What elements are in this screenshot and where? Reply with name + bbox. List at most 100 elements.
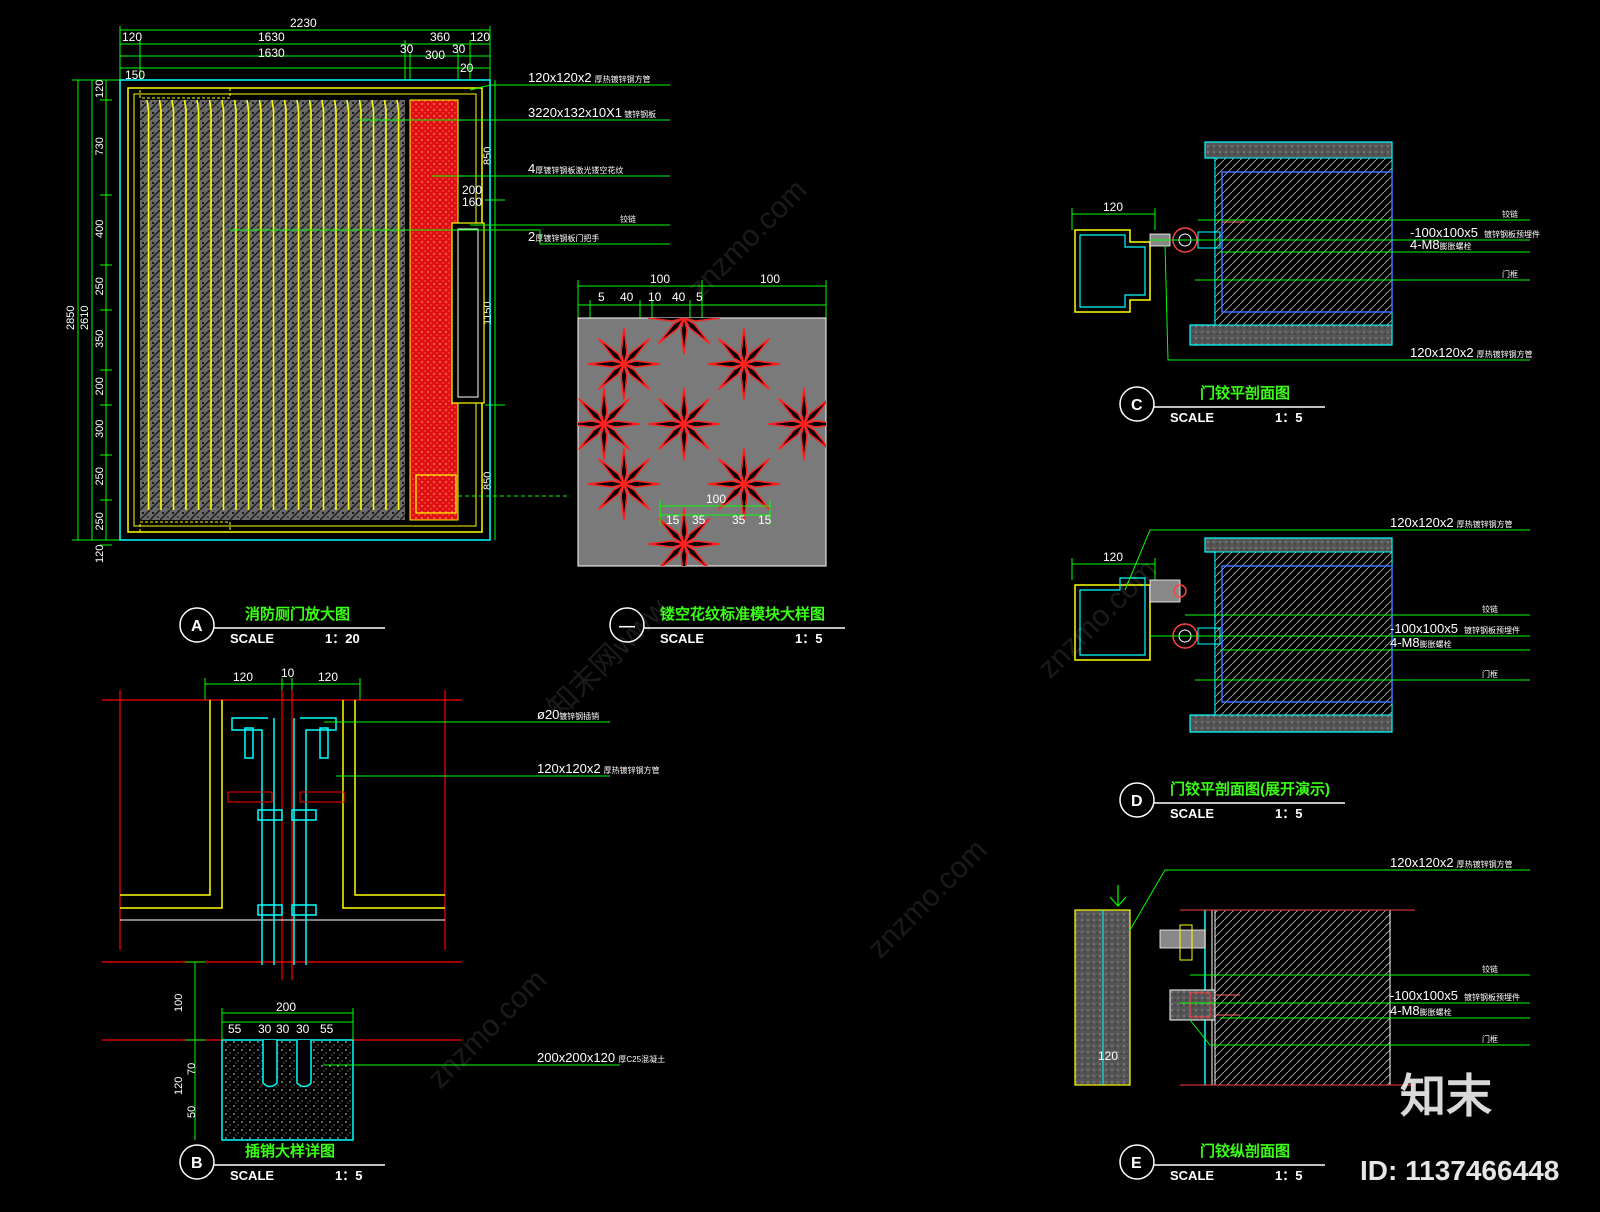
title-pattern: 镂空花纹标准模块大样图 xyxy=(660,605,825,623)
dim-pattern-sub-item: 10 xyxy=(648,290,662,304)
steel-slat xyxy=(196,99,200,510)
pattern-petal xyxy=(743,363,771,391)
dim-left-2610: 2610 xyxy=(79,306,91,330)
note-main: ø20 xyxy=(537,707,559,722)
bubble-d xyxy=(1119,782,1155,818)
dim-pattern-inner-100: 100 xyxy=(706,492,726,506)
note-sub: 铰链 xyxy=(1482,604,1498,614)
note-sub: 厚热镀锌钢方管 xyxy=(1457,519,1513,529)
steel-slat xyxy=(283,99,287,510)
dim-top-30b: 30 xyxy=(452,42,466,56)
pattern-petal xyxy=(680,423,688,461)
note-sub: 铰链 xyxy=(620,214,636,224)
pattern-petal xyxy=(717,363,745,391)
note-main: 200x200x120 xyxy=(537,1050,615,1065)
note-main: 2 xyxy=(528,229,535,244)
pattern-petal xyxy=(647,540,685,548)
pattern-petal xyxy=(680,543,688,566)
pattern-petal xyxy=(657,397,685,425)
drawing-a-door-elevation: 2230 120 360 120 1630 30 300 30 1630 20 … xyxy=(65,16,670,646)
pattern-petal xyxy=(717,483,745,511)
title-a: 消防厕门放大图 xyxy=(245,605,350,623)
pattern-petal xyxy=(603,397,631,425)
dim-b-120b: 120 xyxy=(318,670,338,684)
note-sub: 厚C25混凝土 xyxy=(618,1054,665,1064)
note-sub: 厚热镀锌钢方管 xyxy=(595,74,651,84)
watermark-domain-4: znzmo.com xyxy=(422,963,554,1095)
pattern-petal xyxy=(707,480,745,488)
pattern-petal xyxy=(597,363,625,391)
dim-pattern-inner-item: 15 xyxy=(666,513,680,527)
dim-top-360: 360 xyxy=(430,30,450,44)
pattern-petal xyxy=(683,423,711,451)
bubble-b xyxy=(179,1144,215,1180)
dim-right-850: 850 xyxy=(482,147,494,165)
pattern-petal xyxy=(683,397,711,425)
pattern-petal xyxy=(743,480,781,488)
steel-slat xyxy=(333,99,337,510)
dim-top-20: 20 xyxy=(460,61,474,75)
dim-top-120b: 120 xyxy=(470,30,490,44)
scale-label-d: SCALE xyxy=(1170,806,1214,821)
steel-slat xyxy=(233,99,237,510)
watermark-domain-2: znzmo.com xyxy=(862,833,994,965)
pattern-petal xyxy=(767,420,805,428)
dim-pattern-inner-item: 35 xyxy=(692,513,706,527)
dim-b-base-item: 55 xyxy=(320,1022,334,1036)
note-sub: 镀锌钢板预埋件 xyxy=(1484,229,1540,239)
bubble-b-label: B xyxy=(191,1155,203,1172)
title-e: 门铰纵剖面图 xyxy=(1200,1142,1290,1160)
dim-b-left-item: 70 xyxy=(186,1063,198,1075)
dim-top-30: 30 xyxy=(400,42,414,56)
steel-slat xyxy=(371,99,375,510)
dim-pattern-100a: 100 xyxy=(650,272,670,286)
bubble-d-label: D xyxy=(1131,793,1143,810)
pattern-petal xyxy=(740,327,748,365)
steel-slat xyxy=(308,99,312,510)
dim-handle-200: 200 xyxy=(462,183,482,197)
pattern-petal xyxy=(743,337,771,365)
pattern-petal xyxy=(600,423,608,461)
pattern-petal xyxy=(717,457,745,485)
pattern-petal xyxy=(740,363,748,401)
steel-slat-panel xyxy=(140,100,405,520)
dim-c-120: 120 xyxy=(1103,200,1123,214)
dim-top-2230: 2230 xyxy=(290,16,317,30)
scale-value-pattern: 1：5 xyxy=(795,631,822,646)
bubble-e-label: E xyxy=(1131,1155,1142,1172)
pattern-petal xyxy=(620,447,628,485)
dim-top-300: 300 xyxy=(425,48,445,62)
dim-b-10: 10 xyxy=(281,666,295,680)
bubble-e xyxy=(1119,1144,1155,1180)
note-sub: 厚热镀锌钢方管 xyxy=(604,765,660,775)
pattern-petal xyxy=(657,517,685,545)
pattern-petal xyxy=(743,483,771,511)
steel-slat xyxy=(396,99,400,510)
dim-pattern-sub-item: 40 xyxy=(620,290,634,304)
dim-top-1630: 1630 xyxy=(258,30,285,44)
pattern-petal xyxy=(647,318,685,322)
pattern-petal xyxy=(803,400,826,425)
steel-slat xyxy=(183,99,187,510)
dim-pattern-sub-item: 5 xyxy=(598,290,605,304)
dim-d-120: 120 xyxy=(1103,550,1123,564)
dim-pattern-sub-item: 5 xyxy=(696,290,703,304)
dim-pattern-100b: 100 xyxy=(760,272,780,286)
pattern-petal xyxy=(603,420,641,428)
pattern-petal xyxy=(803,420,826,428)
door-handle xyxy=(451,222,485,404)
note-sub: 镀锌钢插销 xyxy=(559,711,599,721)
concrete-footing xyxy=(221,1039,354,1141)
pattern-petal xyxy=(620,483,628,521)
note-sub: 膨胀螺栓 xyxy=(1420,1007,1452,1017)
pattern-petal xyxy=(680,387,688,425)
pattern-petal xyxy=(683,517,711,545)
